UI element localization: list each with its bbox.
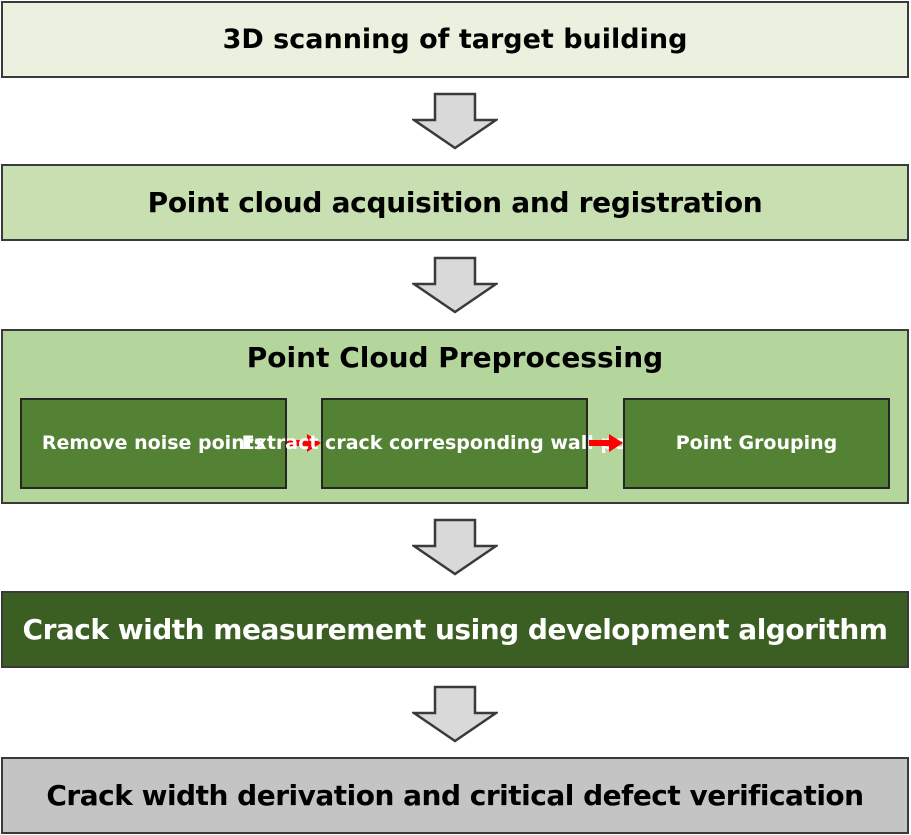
right-arrow-icon — [589, 434, 623, 452]
substep-label: Extract crack corresponding wall points — [241, 432, 668, 454]
step-3d-scanning: 3D scanning of target building — [1, 1, 909, 78]
substep-extract-wall-points: Extract crack corresponding wall points — [242, 398, 667, 489]
step-crack-width-measurement: Crack width measurement using developmen… — [1, 591, 909, 668]
down-arrow-icon — [412, 256, 498, 314]
down-arrow-icon — [412, 685, 498, 743]
down-arrow-icon — [412, 92, 498, 150]
substep-point-grouping: Point Grouping — [623, 398, 890, 489]
substep-label: Point Grouping — [675, 432, 838, 454]
preprocessing-title: Point Cloud Preprocessing — [246, 341, 664, 374]
substep-label: Remove noise points — [41, 432, 266, 454]
substep-remove-noise: Remove noise points — [20, 398, 287, 489]
step-crack-width-derivation: Crack width derivation and critical defe… — [1, 757, 909, 834]
right-arrow-icon — [287, 434, 321, 452]
down-arrow-icon — [412, 518, 498, 576]
step-point-cloud-acquisition: Point cloud acquisition and registration — [1, 164, 909, 241]
step-preprocessing-group: Point Cloud Preprocessing Remove noise p… — [1, 329, 909, 504]
